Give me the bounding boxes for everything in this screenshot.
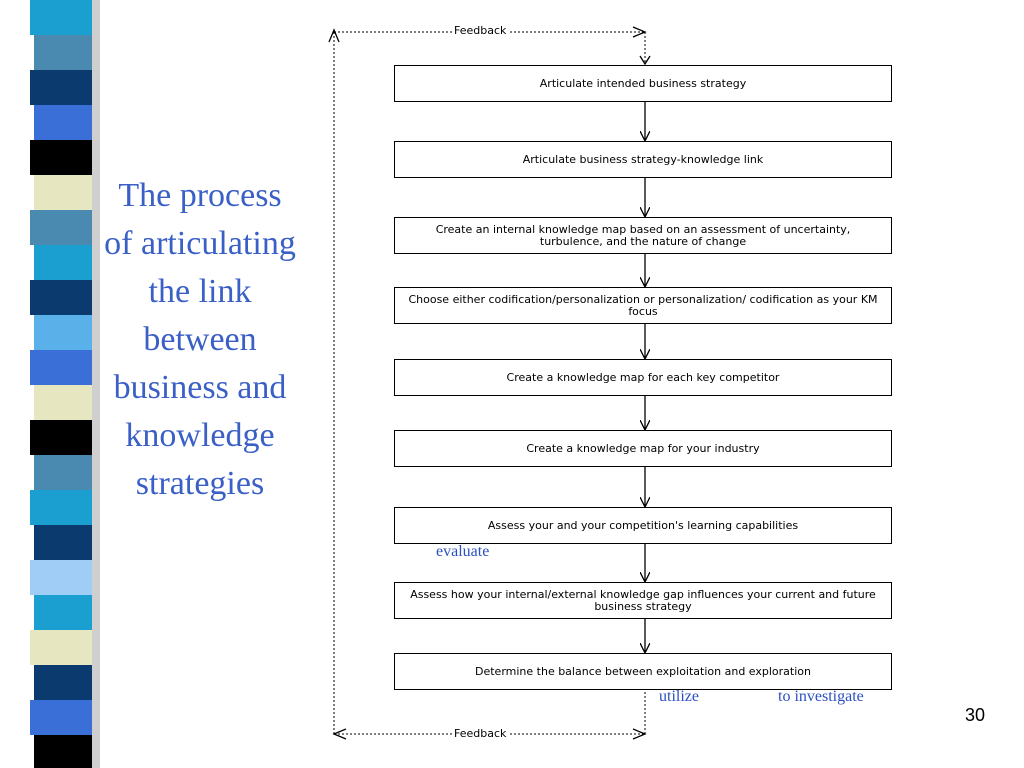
feedback-arrowhead-right (632, 26, 647, 38)
stripe-block (34, 735, 96, 768)
stripe-block (30, 700, 92, 735)
stripe-block (30, 140, 92, 175)
stripe-block (30, 350, 92, 385)
feedback-arrowhead-up (328, 28, 340, 43)
note-utilize: utilize (659, 688, 699, 705)
step-1-box: Articulate intended business strategy (394, 65, 892, 102)
stripe-block (30, 630, 92, 665)
step-7-box: Assess your and your competition's learn… (394, 507, 892, 544)
feedback-loop (328, 26, 651, 740)
feedback-label-top: Feedback (452, 24, 509, 37)
stripe-block (34, 245, 96, 280)
stripe-block (34, 385, 96, 420)
stripe-block (30, 210, 92, 245)
feedback-arrowhead-right-bottom (632, 728, 647, 740)
stripe-block (34, 315, 96, 350)
slide-title: The process of articulating the link bet… (104, 177, 296, 502)
step-4-box: Choose either codification/personalizati… (394, 287, 892, 324)
step-8-box: Assess how your internal/external knowle… (394, 582, 892, 619)
stripe-block (34, 595, 96, 630)
feedback-label-bottom: Feedback (452, 727, 509, 740)
stripe-block (34, 105, 96, 140)
stripe-block (34, 455, 96, 490)
stripe-block (34, 525, 96, 560)
step-2-box: Articulate business strategy-knowledge l… (394, 141, 892, 178)
stripe-block (30, 0, 92, 35)
note-investigate: to investigate (778, 688, 864, 705)
stripe-block (30, 70, 92, 105)
feedback-arrowhead-down (639, 55, 651, 66)
step-3-box: Create an internal knowledge map based o… (394, 217, 892, 254)
step-5-box: Create a knowledge map for each key comp… (394, 359, 892, 396)
stripe-block (34, 175, 96, 210)
step-6-box: Create a knowledge map for your industry (394, 430, 892, 467)
stripe-block (30, 560, 92, 595)
stripe-block (30, 280, 92, 315)
feedback-arrowhead-left (332, 728, 347, 740)
stripe-block (34, 665, 96, 700)
stripe-block (30, 490, 92, 525)
note-evaluate: evaluate (436, 543, 490, 560)
decorative-stripe (30, 0, 100, 768)
slide-number: 30 (965, 705, 986, 725)
step-9-box: Determine the balance between exploitati… (394, 653, 892, 690)
stripe-block (30, 420, 92, 455)
stripe-block (34, 35, 96, 70)
stripe-shadow (92, 0, 100, 768)
